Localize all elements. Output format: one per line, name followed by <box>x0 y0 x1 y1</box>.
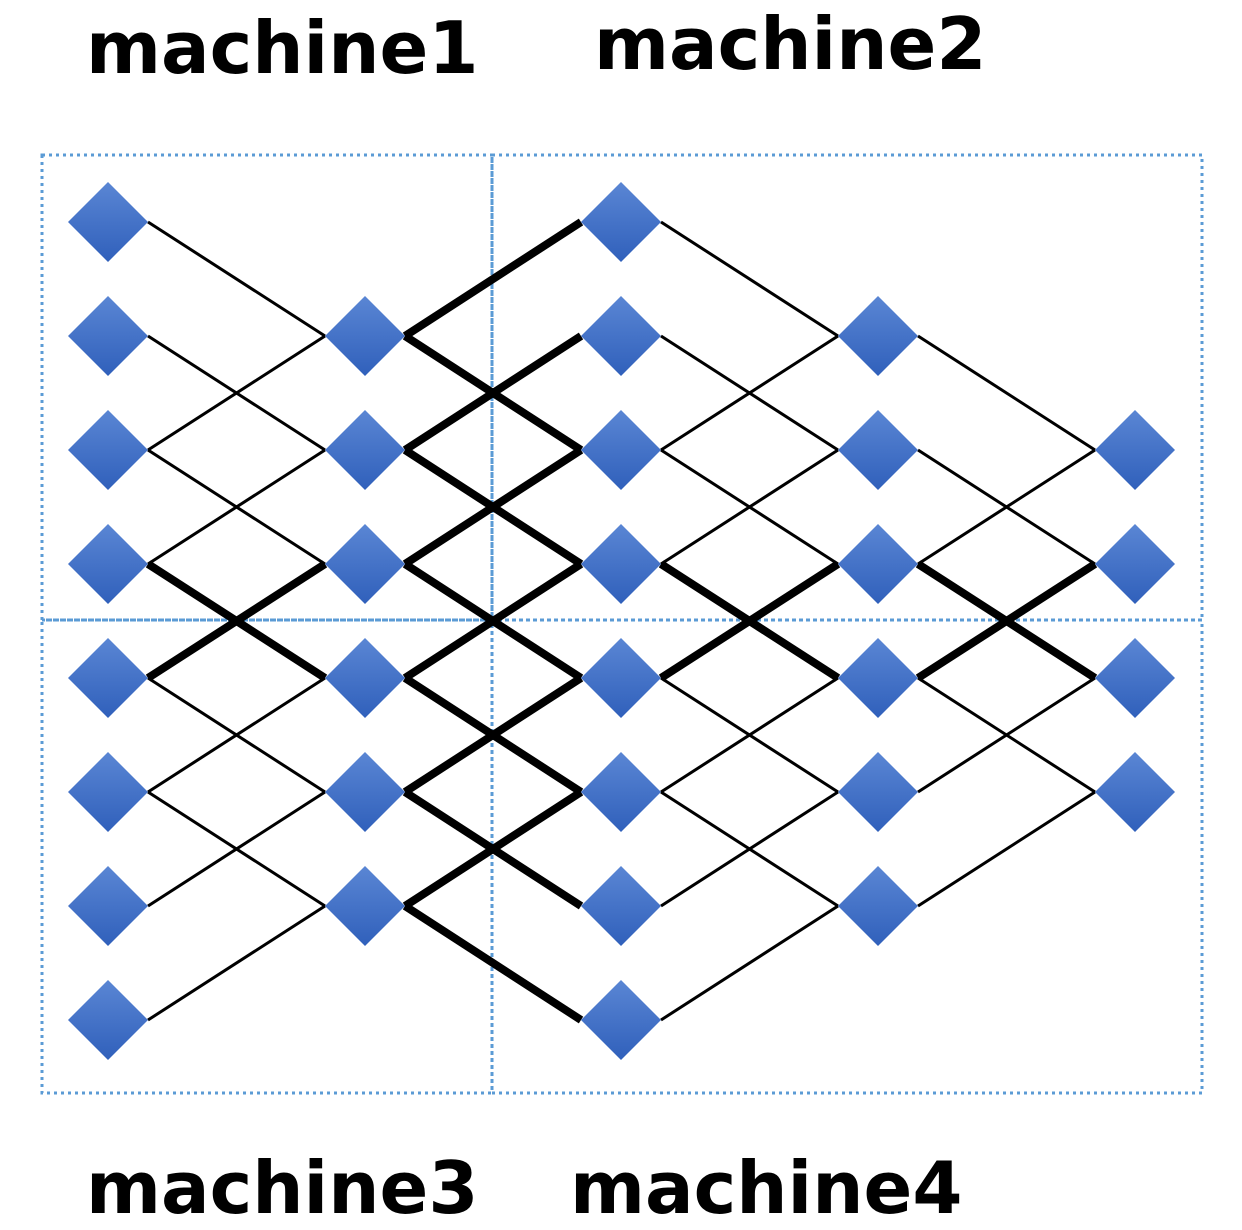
edge <box>147 676 326 794</box>
edge-layer <box>145 218 1098 1024</box>
node-L2-r0 <box>581 182 661 262</box>
node-L2-r5 <box>581 752 661 832</box>
edge <box>660 790 839 908</box>
node-L0-r0 <box>68 182 148 262</box>
node-L0-r1 <box>68 296 148 376</box>
node-L2-r4 <box>581 638 661 718</box>
partition-machine1 <box>40 153 494 622</box>
node-L1-r2 <box>325 410 405 490</box>
node-layer <box>68 182 1175 1060</box>
partition-machine4 <box>490 618 1204 1095</box>
machine4-label: machine4 <box>570 1146 963 1230</box>
node-L2-r6 <box>581 866 661 946</box>
edge <box>660 334 839 452</box>
edge <box>660 220 839 338</box>
node-L4-r4 <box>1095 638 1175 718</box>
node-L3-r1 <box>838 296 918 376</box>
node-L1-r5 <box>325 752 405 832</box>
edge <box>917 448 1096 566</box>
node-L4-r3 <box>1095 524 1175 604</box>
bold-edge <box>402 674 584 796</box>
edge <box>147 448 326 566</box>
bold-edge <box>402 332 584 454</box>
node-L4-r5 <box>1095 752 1175 832</box>
node-L2-r3 <box>581 524 661 604</box>
edge <box>660 676 839 794</box>
node-L3-r2 <box>838 410 918 490</box>
node-L1-r1 <box>325 296 405 376</box>
node-L0-r5 <box>68 752 148 832</box>
machine-partitions <box>40 153 1204 1095</box>
bold-edge <box>402 560 584 682</box>
edge <box>917 676 1096 794</box>
node-L3-r4 <box>838 638 918 718</box>
node-L0-r7 <box>68 980 148 1060</box>
node-L0-r2 <box>68 410 148 490</box>
node-L3-r3 <box>838 524 918 604</box>
node-L0-r6 <box>68 866 148 946</box>
edge <box>660 448 839 566</box>
bold-edge <box>402 902 584 1024</box>
edge <box>917 334 1096 452</box>
bold-edge <box>915 560 1098 682</box>
edge <box>917 790 1096 908</box>
edge <box>147 790 326 908</box>
bold-edge <box>402 788 584 910</box>
node-L4-r2 <box>1095 410 1175 490</box>
bold-edge <box>402 218 584 340</box>
edge <box>147 334 326 452</box>
bold-edge <box>145 560 328 682</box>
node-L0-r4 <box>68 638 148 718</box>
node-L1-r6 <box>325 866 405 946</box>
node-L1-r4 <box>325 638 405 718</box>
bold-edge <box>402 446 584 568</box>
edge <box>147 904 326 1022</box>
node-L2-r2 <box>581 410 661 490</box>
node-L2-r7 <box>581 980 661 1060</box>
node-L3-r5 <box>838 752 918 832</box>
machine2-label: machine2 <box>594 2 987 86</box>
machine1-label: machine1 <box>86 6 479 90</box>
machine3-label: machine3 <box>86 1146 479 1230</box>
node-L2-r1 <box>581 296 661 376</box>
node-L3-r6 <box>838 866 918 946</box>
edge <box>147 220 326 338</box>
node-L0-r3 <box>68 524 148 604</box>
bold-edge <box>658 560 841 682</box>
edge <box>660 904 839 1022</box>
node-L1-r3 <box>325 524 405 604</box>
